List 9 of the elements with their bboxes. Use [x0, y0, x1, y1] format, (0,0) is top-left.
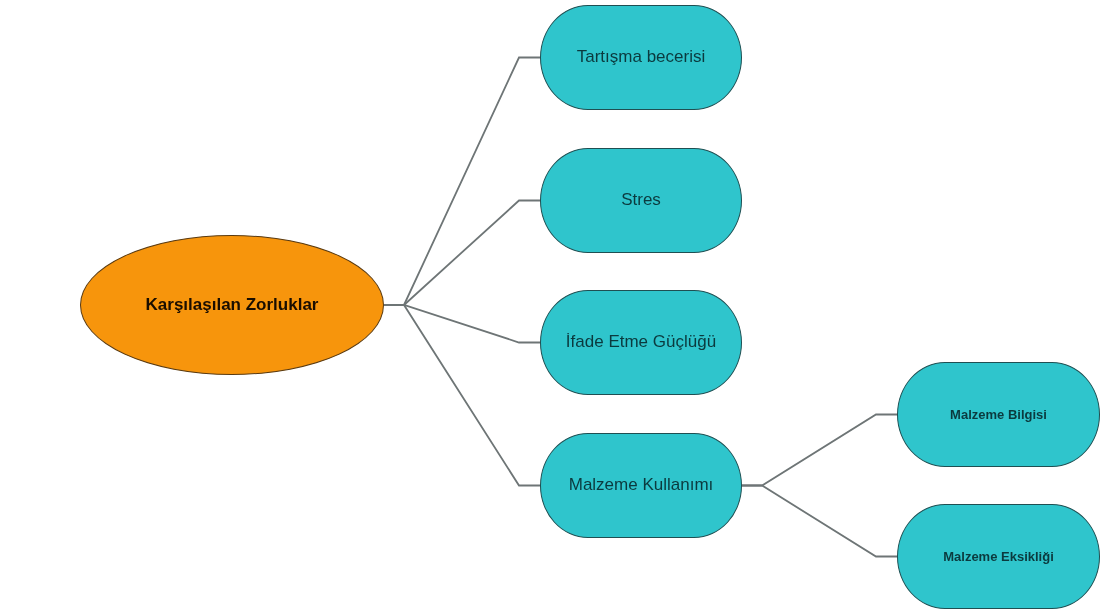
node-label: Tartışma becerisi: [575, 47, 707, 68]
node-label: Stres: [620, 190, 662, 211]
node-label: Malzeme Eksikliği: [942, 548, 1055, 565]
connector-line: [741, 484, 898, 558]
node-label: Karşılaşılan Zorluklar: [144, 294, 320, 316]
connector-line: [383, 304, 541, 487]
node-label: Malzeme Bilgisi: [949, 406, 1048, 423]
node-label: İfade Etme Güçlüğü: [564, 332, 718, 353]
node-label: Malzeme Kullanımı: [567, 475, 715, 496]
